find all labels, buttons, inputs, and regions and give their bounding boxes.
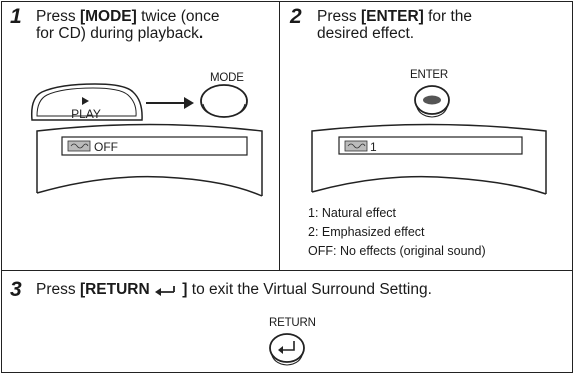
return-button-caption: RETURN — [269, 317, 316, 329]
step-2-instruction: Press [ENTER] for the desired effect. — [317, 8, 472, 42]
column-divider — [279, 1, 280, 271]
legend-item-1: 1: Natural effect — [308, 206, 397, 220]
row-divider — [1, 270, 573, 271]
step-3-instruction: Press [RETURN ] to exit the Virtual Surr… — [36, 281, 432, 298]
surround-icon — [67, 140, 91, 152]
step-1-instruction: Press [MODE] twice (once for CD) during … — [36, 8, 219, 42]
step-3-number: 3 — [10, 278, 22, 301]
step-2-line-2: desired effect. — [317, 25, 415, 42]
step-1-display-text: OFF — [94, 140, 118, 154]
enter-button-caption: ENTER — [410, 69, 448, 81]
step-2-display-text: 1 — [370, 140, 377, 154]
play-label: PLAY — [71, 107, 101, 121]
return-arrow-icon — [280, 341, 295, 351]
play-triangle-icon — [82, 97, 89, 105]
mode-button-caption: MODE — [210, 72, 244, 84]
legend-item-2: 2: Emphasized effect — [308, 225, 425, 239]
return-key-label: [RETURN ] — [79, 281, 188, 298]
surround-icon — [344, 140, 368, 152]
step-1-number: 1 — [10, 5, 22, 28]
effect-legend: 1: Natural effect 2: Emphasized effect O… — [308, 204, 486, 261]
mode-key-label: [MODE] — [79, 8, 137, 25]
legend-item-off: OFF: No effects (original sound) — [308, 244, 486, 258]
step-2-number: 2 — [290, 5, 302, 28]
step-1-line-2: for CD) during playback. — [36, 25, 204, 42]
step-1-line-1: Press [MODE] twice (once — [36, 8, 220, 25]
step-2-line-1: Press [ENTER] for the — [317, 8, 473, 25]
enter-key-label: [ENTER] — [360, 8, 424, 25]
return-arrow-icon — [155, 285, 175, 296]
enter-dot-icon — [423, 95, 441, 105]
